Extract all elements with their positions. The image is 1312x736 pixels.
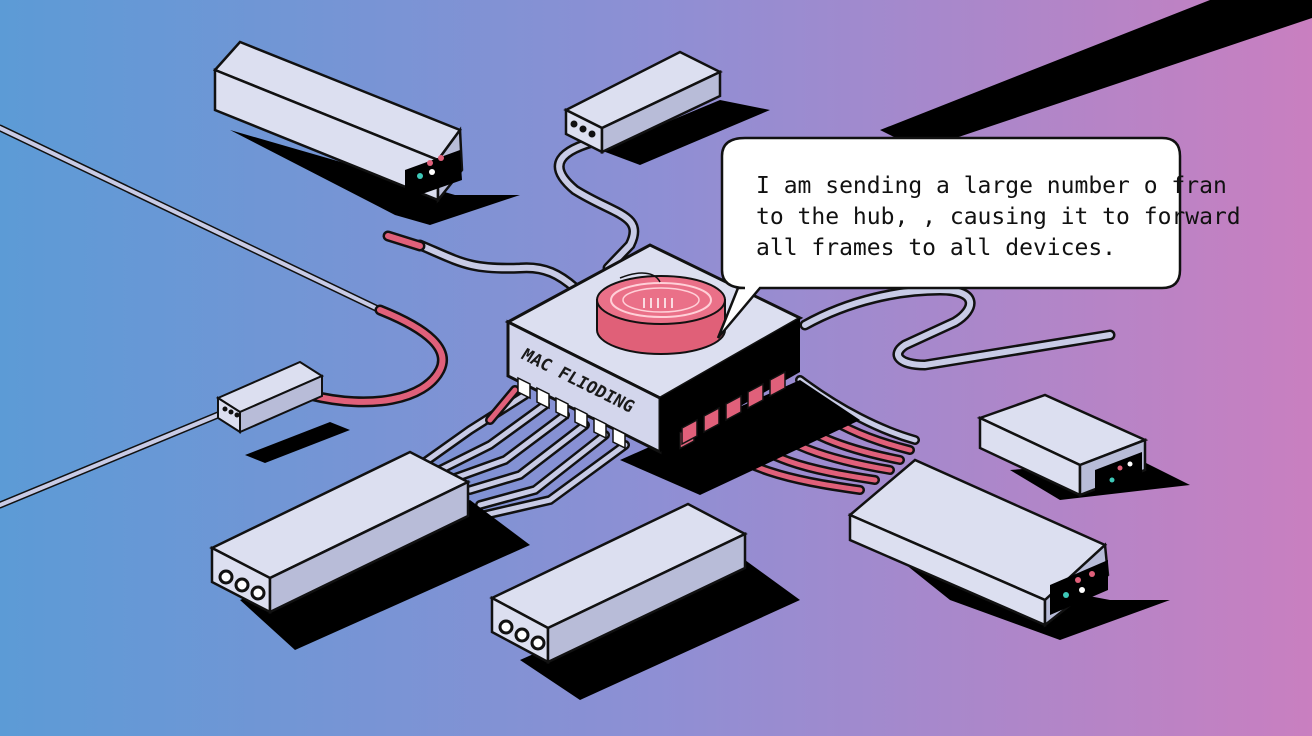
- hub-cable-bundle-left: [420, 385, 630, 520]
- cables: [304, 134, 1116, 408]
- device-top-middle: [563, 50, 770, 165]
- device-top-left: [212, 40, 520, 225]
- device-bottom-left: [209, 450, 530, 650]
- diagonal-band: [880, 0, 1312, 150]
- speech-bubble-line-3: all frames to all devices.: [756, 235, 1116, 261]
- speech-bubble: I am sending a large number o fran to th…: [716, 136, 1241, 339]
- small-device-left: [215, 360, 350, 463]
- device-bottom-middle: [489, 502, 800, 700]
- device-bottom-right: [847, 458, 1170, 640]
- speech-bubble-line-2: to the hub, , causing it to forward: [756, 204, 1241, 230]
- speech-bubble-line-1: I am sending a large number o fran: [756, 173, 1227, 199]
- device-right-middle: [976, 393, 1190, 500]
